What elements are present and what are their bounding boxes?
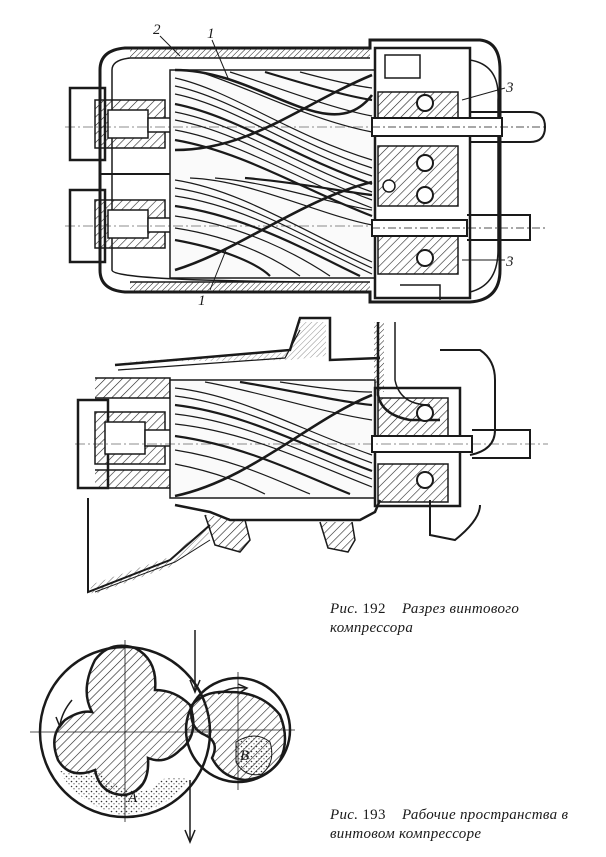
space-label-a: A (127, 790, 138, 806)
callout-1-bottom: 1 (198, 293, 206, 309)
casing-outline (98, 38, 502, 304)
figure-193-caption: Рис. 193 Рабочие пространства в винтовом… (330, 806, 595, 844)
callout-3-top: 3 (505, 80, 514, 96)
callout-2: 2 (153, 22, 161, 38)
left-bearing-housings (68, 86, 177, 264)
compressor-top-section: 2 1 1 3 3 (65, 22, 548, 309)
figure-193-title: Рабочие пространства в винтовом компресс… (330, 807, 569, 842)
lower-rotor (174, 176, 373, 277)
figure-192-number: 192 (362, 601, 386, 617)
figure-192-caption: Рис. 192 Разрез винтового компрессора (330, 600, 595, 638)
output-shafts (371, 111, 548, 241)
figure-193-label: Рис. (330, 807, 359, 823)
compressor-lower-section (75, 316, 548, 595)
callout-3-bottom: 3 (505, 254, 514, 270)
figure-192-label: Рис. (330, 601, 359, 617)
callout-1-top: 1 (207, 26, 215, 42)
right-bearing-block (373, 46, 499, 300)
lower-view-rotor (174, 380, 373, 498)
figure-193-number: 193 (362, 807, 386, 823)
figure-192-title: Разрез винтового компрессора (330, 601, 520, 636)
space-label-b: B (240, 748, 249, 764)
working-spaces-diagram: A B (30, 630, 295, 844)
